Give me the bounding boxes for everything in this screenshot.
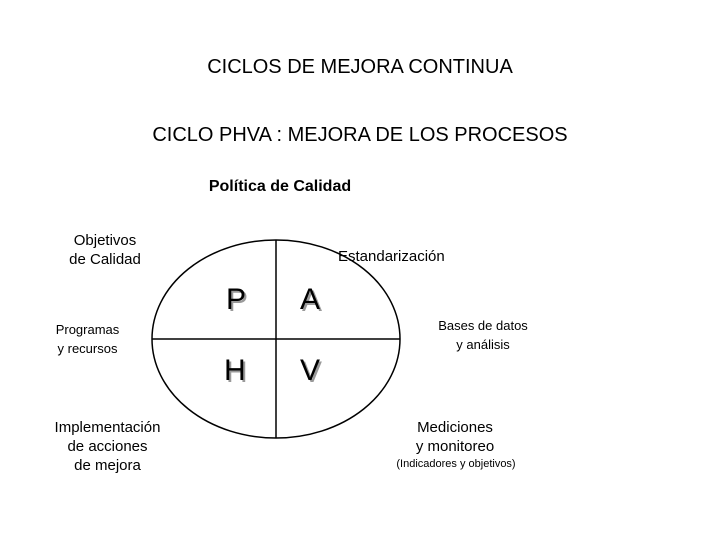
bases-line-2: y análisis xyxy=(456,337,510,352)
diagram-title: CICLOS DE MEJORA CONTINUA xyxy=(207,56,513,78)
mediciones-line-1: Mediciones xyxy=(417,419,493,436)
indicadores-label: (Indicadores y objetivos) xyxy=(396,458,516,470)
objetivos-label: Objetivos de Calidad xyxy=(50,231,160,269)
quadrant-a-shadow: A xyxy=(302,285,322,318)
quadrant-v: V xyxy=(300,354,320,387)
quadrant-h-shadow: H xyxy=(226,356,248,389)
bases-line-1: Bases de datos xyxy=(438,318,528,333)
quadrant-p-shadow: P xyxy=(228,285,248,318)
quadrant-v-shadow: V xyxy=(302,356,322,389)
programas-line-1: Programas xyxy=(55,322,120,337)
objetivos-line-1: Objetivos xyxy=(73,232,137,249)
diagram-subtitle: CICLO PHVA : MEJORA DE LOS PROCESOS xyxy=(152,124,568,146)
quadrant-h: H xyxy=(224,354,246,387)
mediciones-line-2: y monitoreo xyxy=(415,438,495,455)
objetivos-line-2: de Calidad xyxy=(69,251,141,268)
programas-label: Programas y recursos xyxy=(40,320,135,358)
mediciones-label: Mediciones y monitoreo xyxy=(385,418,525,456)
bases-label: Bases de datos y análisis xyxy=(418,316,548,354)
policy-label: Política de Calidad xyxy=(208,178,352,195)
implementacion-line-1: Implementación xyxy=(54,419,161,436)
programas-line-2: y recursos xyxy=(57,341,118,356)
implementacion-line-3: de mejora xyxy=(74,457,141,474)
implementacion-label: Implementación de acciones de mejora xyxy=(30,418,185,475)
quadrant-p: P xyxy=(226,283,246,316)
estandarizacion-label: Estandarización xyxy=(338,248,445,265)
quadrant-a: A xyxy=(300,283,320,316)
implementacion-line-2: de acciones xyxy=(67,438,148,455)
